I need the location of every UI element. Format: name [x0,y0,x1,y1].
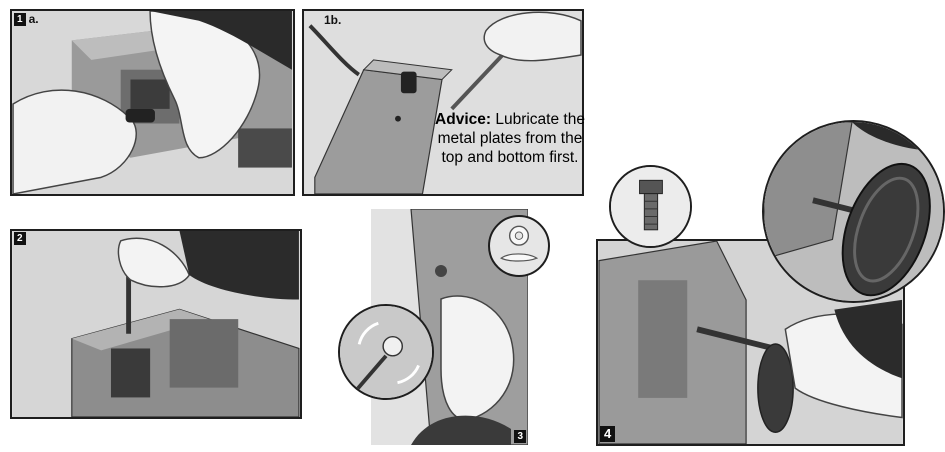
step-4-wheel-circle [762,120,945,303]
hand-icon [117,237,191,288]
step-letter: a. [28,12,39,26]
step-2-illustration [13,231,300,417]
step-label-text: 1b. [324,13,342,27]
step-3-detail-circle [338,304,434,400]
advice-text: Lubricate the metal plates from the top … [437,111,585,166]
right-hand-icon [149,11,261,159]
step-1b-illustration [305,11,582,194]
step-4-panel: 4 [596,239,905,446]
advice-note: Advice: Lubricate the metal plates from … [432,110,588,167]
step-2-label: 2 [14,232,26,245]
wheel-icon [757,343,794,433]
advice-lead: Advice: [435,111,492,128]
rotation-arrow-icon [397,364,420,385]
step-1a-panel: 1 a. [10,9,295,196]
step-4-label: 4 [600,426,616,442]
washer-icon [382,335,404,357]
step-2-panel: 2 [10,229,302,419]
step-1a-illustration [12,11,292,194]
step-1b-label: 1b. [324,13,341,27]
hand-icon [483,11,582,62]
step-3-parts-circle [488,215,550,277]
step-1b-panel: 1b. [302,9,584,196]
step-number: 2 [14,232,26,245]
step-number: 4 [600,426,616,442]
sleeve-icon [150,11,292,70]
sleeve-icon [411,415,511,445]
hand-icon [440,295,515,421]
bolt-icon [639,179,663,231]
wheel-icon [841,162,931,297]
step-number: 3 [514,430,526,443]
step-1a-label: 1 a. [14,12,39,26]
sleeve-icon [834,299,903,379]
step-number: 1 [14,12,26,26]
wrench-icon [308,24,360,77]
step-4-illustration [598,241,903,444]
rotation-arrow-icon [357,321,379,345]
step-3-label: 3 [514,430,526,443]
step-4-bolt-circle [609,165,692,248]
sleeve-icon [179,231,299,300]
cotter-pin-icon [500,253,539,262]
